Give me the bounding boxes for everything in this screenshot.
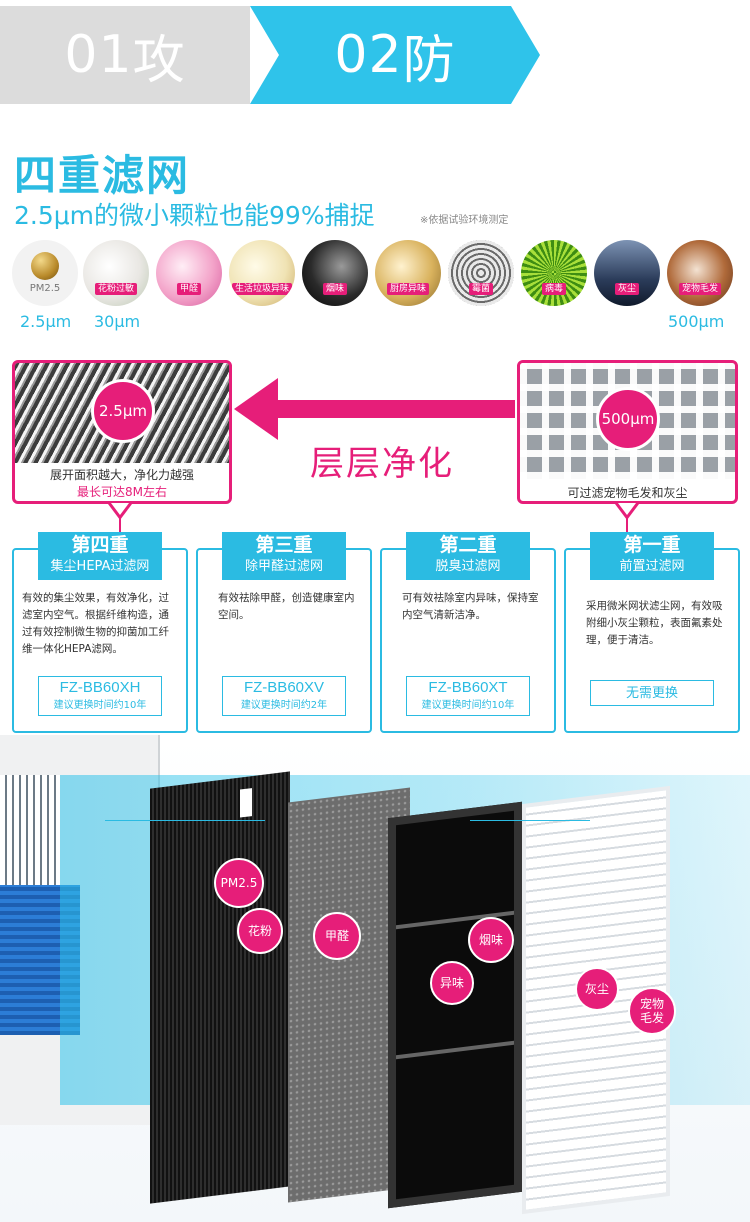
particle-label: 烟味 — [322, 283, 347, 295]
particle-formaldehyde-icon: 甲醛 — [156, 240, 222, 306]
card-header: 第三重 除甲醛过滤网 — [222, 532, 346, 580]
card-subtitle: 脱臭过滤网 — [435, 559, 501, 574]
filter-card-prefilter: 第一重 前置过滤网 采用微米网状滤尘网，有效吸附细小灰尘颗粒，表面氟素处理，便于… — [564, 532, 740, 733]
filter-card-hepa: 第四重 集尘HEPA过滤网 有效的集尘效果，有效净化，过滤室内空气。根据纤维构造… — [12, 532, 188, 733]
particle-dust-icon: 灰尘 — [594, 240, 660, 306]
filter-card-deodorizing: 第二重 脱臭过滤网 可有效祛除室内异味，保持室内空气清新洁净。 FZ-BB60X… — [380, 532, 556, 733]
pointer-inner — [111, 503, 129, 515]
panel-highlight: 最长可达8M左右 — [77, 485, 167, 499]
smoke-bubble: 烟味 — [468, 917, 514, 963]
step-number: 03 — [564, 25, 633, 85]
model-box: FZ-BB60XH 建议更换时间约10年 — [38, 676, 162, 716]
hepa-filter-image — [150, 771, 290, 1204]
test-note: ※依据试验环境测定 — [420, 215, 509, 226]
particle-mold-icon: 霉菌 — [448, 240, 514, 306]
card-description: 有效祛除甲醛，创造健康室内空间。 — [218, 592, 355, 621]
particle-label: 花粉过敏 — [94, 283, 137, 295]
replace-interval: 建议更换时间约2年 — [240, 700, 328, 711]
filter-stack-illustration: PM2.5 花粉 甲醛 烟味 异味 灰尘 宠物毛发 — [0, 735, 750, 1222]
fine-mesh-panel: 2.5μm 展开面积越大，净化力越强 最长可达8M左右 — [12, 360, 232, 504]
model-number: FZ-BB60XH — [59, 679, 141, 696]
connector-line — [626, 518, 628, 536]
callout-line — [470, 820, 590, 821]
section-title: 四重滤网 — [14, 151, 191, 200]
pet-hair-bubble: 宠物毛发 — [628, 987, 676, 1035]
card-subtitle: 集尘HEPA过滤网 — [50, 559, 150, 574]
card-description: 有效的集尘效果，有效净化，过滤室内空气。根据纤维构造，通过有效控制微生物的抑菌加… — [22, 592, 169, 655]
particle-virus-icon: 病毒 — [521, 240, 587, 306]
particle-label: 厨房异味 — [386, 283, 429, 295]
size-pollen: 30μm — [94, 312, 141, 331]
coarse-mesh-panel: 500μm 可过滤宠物毛发和灰尘 — [517, 360, 738, 504]
filter-tab — [240, 788, 252, 818]
card-header: 第一重 前置过滤网 — [590, 532, 714, 580]
card-header: 第二重 脱臭过滤网 — [406, 532, 530, 580]
panel-caption: 展开面积越大，净化力越强 — [49, 468, 194, 482]
filter-card-formaldehyde: 第三重 除甲醛过滤网 有效祛除甲醛，创造健康室内空间。 FZ-BB60XV 建议… — [196, 532, 372, 733]
formaldehyde-bubble: 甲醛 — [313, 912, 361, 960]
particle-label: PM2.5 — [29, 283, 61, 294]
card-header: 第四重 集尘HEPA过滤网 — [38, 532, 162, 580]
step-char: 速 — [632, 30, 686, 91]
particle-pollen-icon: 花粉过敏 — [83, 240, 149, 306]
section-subtitle: 2.5μm的微小颗粒也能99%捕捉 — [14, 201, 375, 230]
purifier-grill — [0, 775, 60, 885]
card-description: 采用微米网状滤尘网，有效吸附细小灰尘颗粒，表面氟素处理，便于清洁。 — [586, 600, 723, 646]
dust-bubble: 灰尘 — [575, 967, 619, 1011]
deodorizing-filter-image — [388, 801, 522, 1209]
panel-caption: 可过滤宠物毛发和灰尘 — [567, 486, 688, 500]
size-badge: 500μm — [596, 387, 660, 451]
particle-label: 甲醛 — [176, 283, 201, 295]
card-title: 第三重 — [255, 534, 313, 556]
connector-line — [119, 518, 121, 536]
purification-label: 层层净化 — [310, 444, 454, 484]
pointer-inner — [618, 503, 636, 515]
odor-bubble: 异味 — [430, 961, 474, 1005]
card-subtitle: 前置过滤网 — [619, 559, 685, 574]
replace-interval: 建议更换时间约10年 — [53, 700, 147, 711]
particle-pet-hair-icon: 宠物毛发 — [667, 240, 733, 306]
card-description: 可有效祛除室内异味，保持室内空气清新洁净。 — [402, 592, 539, 621]
particle-label: 病毒 — [541, 283, 566, 295]
model-box: 无需更换 — [590, 680, 714, 706]
particle-kitchen-odor-icon: 厨房异味 — [375, 240, 441, 306]
card-title: 第二重 — [439, 534, 497, 556]
model-number: FZ-BB60XV — [243, 679, 325, 696]
particle-smoke-icon: 烟味 — [302, 240, 368, 306]
particle-label: 霉菌 — [468, 283, 493, 295]
step-number: 02 — [334, 25, 403, 85]
pm25-bubble: PM2.5 — [214, 858, 264, 908]
step-number: 01 — [64, 25, 133, 85]
model-number: FZ-BB60XT — [428, 679, 508, 696]
size-max: 500μm — [668, 312, 725, 331]
particle-label: 灰尘 — [614, 283, 639, 295]
card-title: 第四重 — [71, 534, 129, 556]
gold-particle-icon — [31, 252, 59, 280]
card-subtitle: 除甲醛过滤网 — [244, 559, 323, 574]
particle-label: 生活垃圾异味 — [231, 283, 292, 295]
particle-garbage-odor-icon: 生活垃圾异味 — [229, 240, 295, 306]
particle-label: 宠物毛发 — [678, 283, 721, 295]
model-box: FZ-BB60XV 建议更换时间约2年 — [222, 676, 346, 716]
step-char: 攻 — [132, 30, 186, 91]
callout-line — [105, 820, 265, 821]
replace-interval: 建议更换时间约10年 — [421, 700, 515, 711]
model-number: 无需更换 — [625, 685, 678, 700]
size-badge: 2.5μm — [91, 379, 155, 443]
card-title: 第一重 — [623, 534, 681, 556]
step-char: 防 — [402, 30, 456, 91]
particle-pm25-icon: PM2.5 — [12, 240, 78, 306]
size-min: 2.5μm — [20, 312, 72, 331]
model-box: FZ-BB60XT 建议更换时间约10年 — [406, 676, 530, 716]
arrow-shaft — [270, 400, 515, 418]
pollen-bubble: 花粉 — [237, 908, 283, 954]
